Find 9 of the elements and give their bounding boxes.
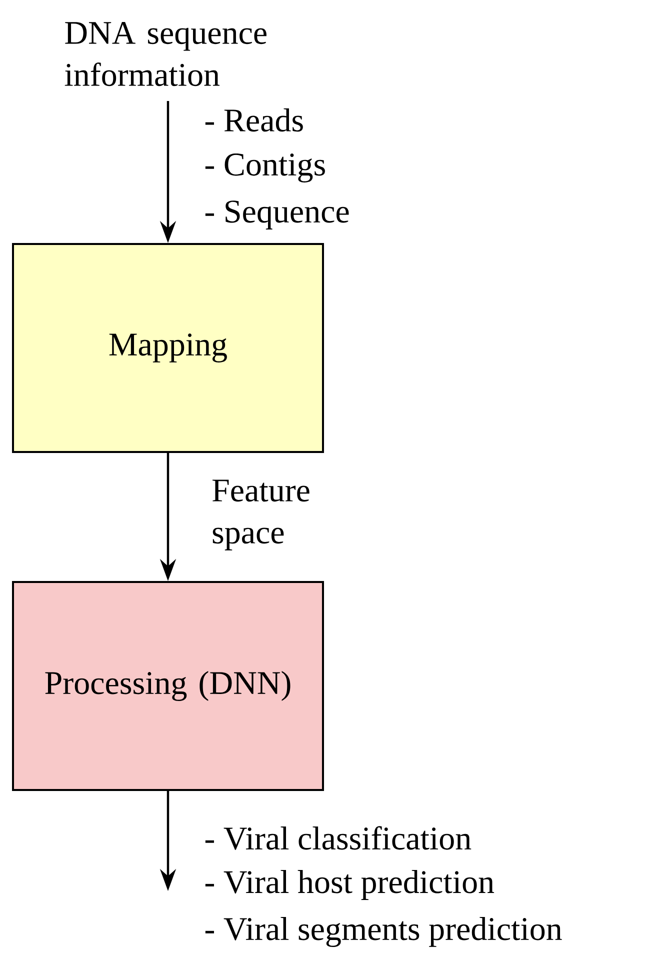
- process-box: Processing (DNN): [12, 581, 324, 791]
- list-item: - Viral classification: [205, 826, 472, 850]
- list-item: - Contigs: [205, 154, 325, 182]
- edge-label: Feature space: [212, 480, 310, 550]
- list-item: - Viral host prediction: [205, 870, 494, 900]
- process-box: Mapping: [12, 243, 324, 453]
- list-item: - Viral segments prediction: [205, 917, 562, 947]
- list-item: - Reads: [205, 108, 303, 132]
- input-label: DNA sequence information: [64, 22, 266, 86]
